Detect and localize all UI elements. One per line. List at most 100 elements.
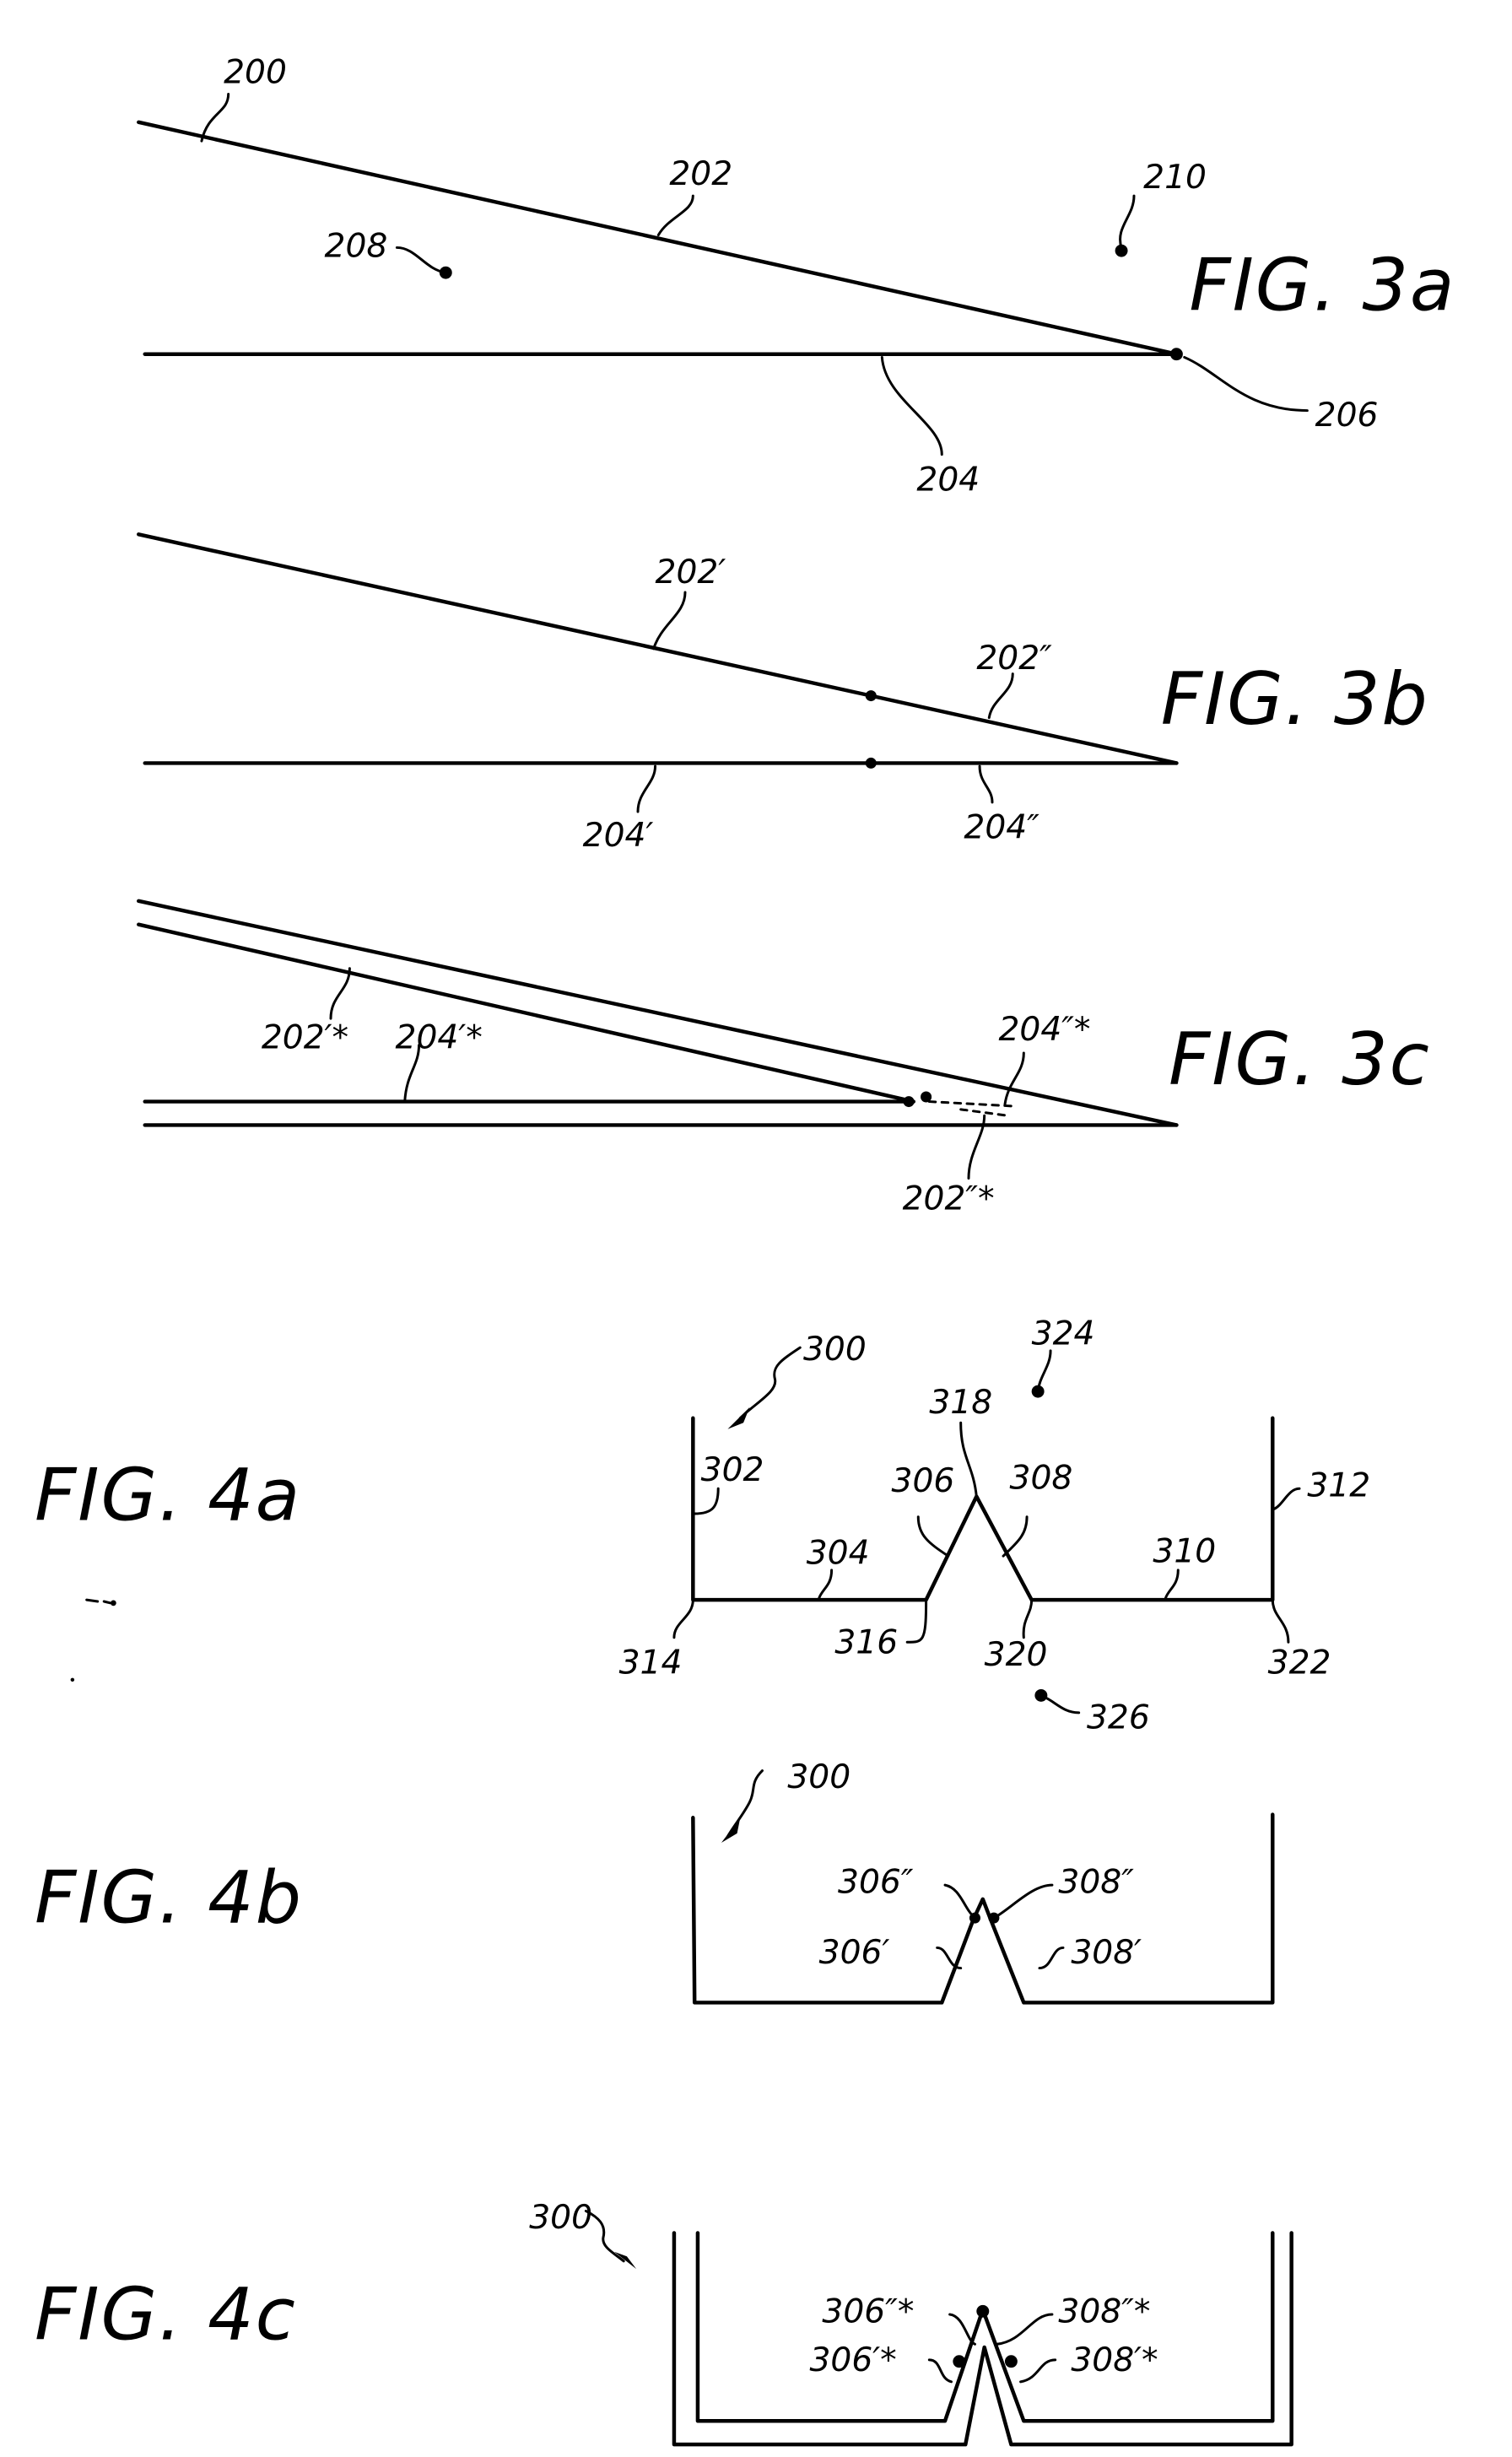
leader-308ps [1021, 2360, 1056, 2382]
ref-300-4c: 300 [529, 2199, 592, 2237]
ref-204pp: 204″ [964, 809, 1040, 847]
figure-title-4b: FIG. 4b [35, 1857, 303, 1941]
arrowhead-300 [727, 1407, 749, 1429]
leader-306 [918, 1517, 948, 1556]
figure-title-3c: FIG. 3c [1169, 1018, 1431, 1102]
split-dot-202 [866, 690, 877, 701]
ref-302: 302 [701, 1451, 764, 1489]
leader-204pp [980, 766, 992, 802]
ref-204ps: 204′* [396, 1019, 483, 1057]
leader-204 [882, 357, 942, 454]
ref-322: 322 [1268, 1644, 1331, 1682]
point-peak-dot [976, 2305, 989, 2318]
leader-300-4b [727, 1771, 762, 1837]
ref-202pps: 202″* [903, 1180, 995, 1218]
leader-204pps [1005, 1053, 1023, 1104]
ref-306p: 306′ [819, 1934, 890, 1972]
leader-326 [1045, 1697, 1079, 1713]
split-dot-3c-a [904, 1096, 915, 1107]
leader-300 [740, 1347, 800, 1418]
ref-314: 314 [619, 1644, 683, 1682]
figure-4b: 300 306″ 308″ 306′ 308′ FIG. 4b [35, 1758, 1272, 2002]
ref-306: 306 [892, 1462, 955, 1500]
figure-4c: 300 306″* 308″* 306′* 308′* FIG. 4c [35, 2199, 1292, 2444]
leader-202 [658, 196, 693, 235]
leader-320 [1023, 1600, 1032, 1638]
ref-308ps: 308′* [1071, 2341, 1158, 2379]
ref-202: 202 [669, 155, 732, 193]
inner-line-202-prime-star [138, 925, 913, 1102]
ref-308p: 308′ [1071, 1934, 1142, 1972]
ref-320: 320 [985, 1636, 1048, 1674]
ref-300: 300 [803, 1331, 867, 1369]
stray-dot [111, 1601, 116, 1606]
ref-324: 324 [1032, 1315, 1095, 1353]
ref-306pp: 306″ [838, 1864, 914, 1902]
ref-300-4b: 300 [787, 1758, 850, 1796]
ref-326: 326 [1087, 1699, 1150, 1737]
leader-318 [961, 1423, 977, 1496]
figure-3c: 202′* 204′* 204″* 202″* FIG. 3c [138, 901, 1430, 1218]
leader-312 [1274, 1488, 1299, 1509]
ref-306pps: 306″* [822, 2292, 914, 2330]
leader-322 [1272, 1600, 1288, 1642]
ref-204pps: 204″* [998, 1011, 1090, 1049]
ref-308pp: 308″ [1058, 1864, 1134, 1902]
ref-306ps: 306′* [809, 2341, 896, 2379]
ref-308: 308 [1010, 1459, 1073, 1497]
dashed-segment-202pp-star [929, 1102, 1016, 1107]
ref-202p: 202′ [656, 554, 726, 591]
leader-308pps [997, 2314, 1052, 2344]
leader-202ps [331, 969, 349, 1018]
figure-3b: 202′ 202″ 204′ 204″ FIG. 3b [138, 534, 1428, 855]
leader-200 [202, 94, 229, 141]
leader-202p [654, 592, 685, 649]
ref-308pps: 308″* [1058, 2292, 1150, 2330]
leader-306ps [929, 2360, 951, 2382]
ref-304: 304 [807, 1535, 870, 1573]
figure-3a: 200 202 208 210 206 204 FIG. 3a [138, 54, 1455, 500]
leader-324 [1038, 1351, 1050, 1391]
ref-210: 210 [1143, 159, 1207, 197]
leader-202pp [989, 674, 1012, 718]
stray-dot-2 [71, 1678, 74, 1682]
figure-title-3a: FIG. 3a [1189, 245, 1455, 328]
leader-314 [674, 1600, 693, 1638]
ref-318: 318 [929, 1384, 992, 1422]
ref-202pp: 202″ [976, 640, 1052, 678]
ref-200: 200 [224, 54, 287, 92]
ref-316: 316 [834, 1623, 898, 1661]
stray-marks [87, 1600, 111, 1603]
trough-profile-4b [693, 1815, 1272, 2003]
point-306ps-dot [953, 2355, 965, 2368]
leader-308pp [994, 1885, 1052, 1918]
split-dot-204 [866, 758, 877, 769]
ref-208: 208 [325, 228, 388, 266]
inner-profile-4c [698, 2233, 1272, 2421]
leader-304 [819, 1570, 832, 1598]
ref-206: 206 [1315, 397, 1379, 435]
ref-310: 310 [1153, 1533, 1216, 1571]
vertex-206-dot [1170, 348, 1183, 360]
ref-312: 312 [1307, 1467, 1370, 1505]
leader-306pps [950, 2314, 975, 2344]
leader-310 [1165, 1570, 1178, 1598]
leader-306pp [945, 1885, 975, 1918]
leader-308p [1040, 1947, 1063, 1968]
figure-title-4c: FIG. 4c [35, 2274, 297, 2357]
point-308ps-dot [1005, 2355, 1018, 2368]
trough-profile [693, 1418, 1272, 1600]
ref-204: 204 [916, 461, 980, 499]
point-326-dot [1034, 1689, 1047, 1702]
ref-202ps: 202′* [262, 1019, 348, 1057]
line-202 [138, 122, 1176, 354]
outer-profile-4c [674, 2233, 1292, 2444]
leader-208 [397, 247, 446, 273]
leader-206 [1185, 357, 1308, 410]
figure-4a: 300 324 318 302 306 308 312 304 310 316 … [35, 1315, 1370, 1737]
leader-210 [1120, 196, 1134, 247]
figure-title-3b: FIG. 3b [1161, 658, 1429, 742]
figure-title-4a: FIG. 4a [35, 1455, 301, 1538]
leader-302 [694, 1488, 718, 1514]
